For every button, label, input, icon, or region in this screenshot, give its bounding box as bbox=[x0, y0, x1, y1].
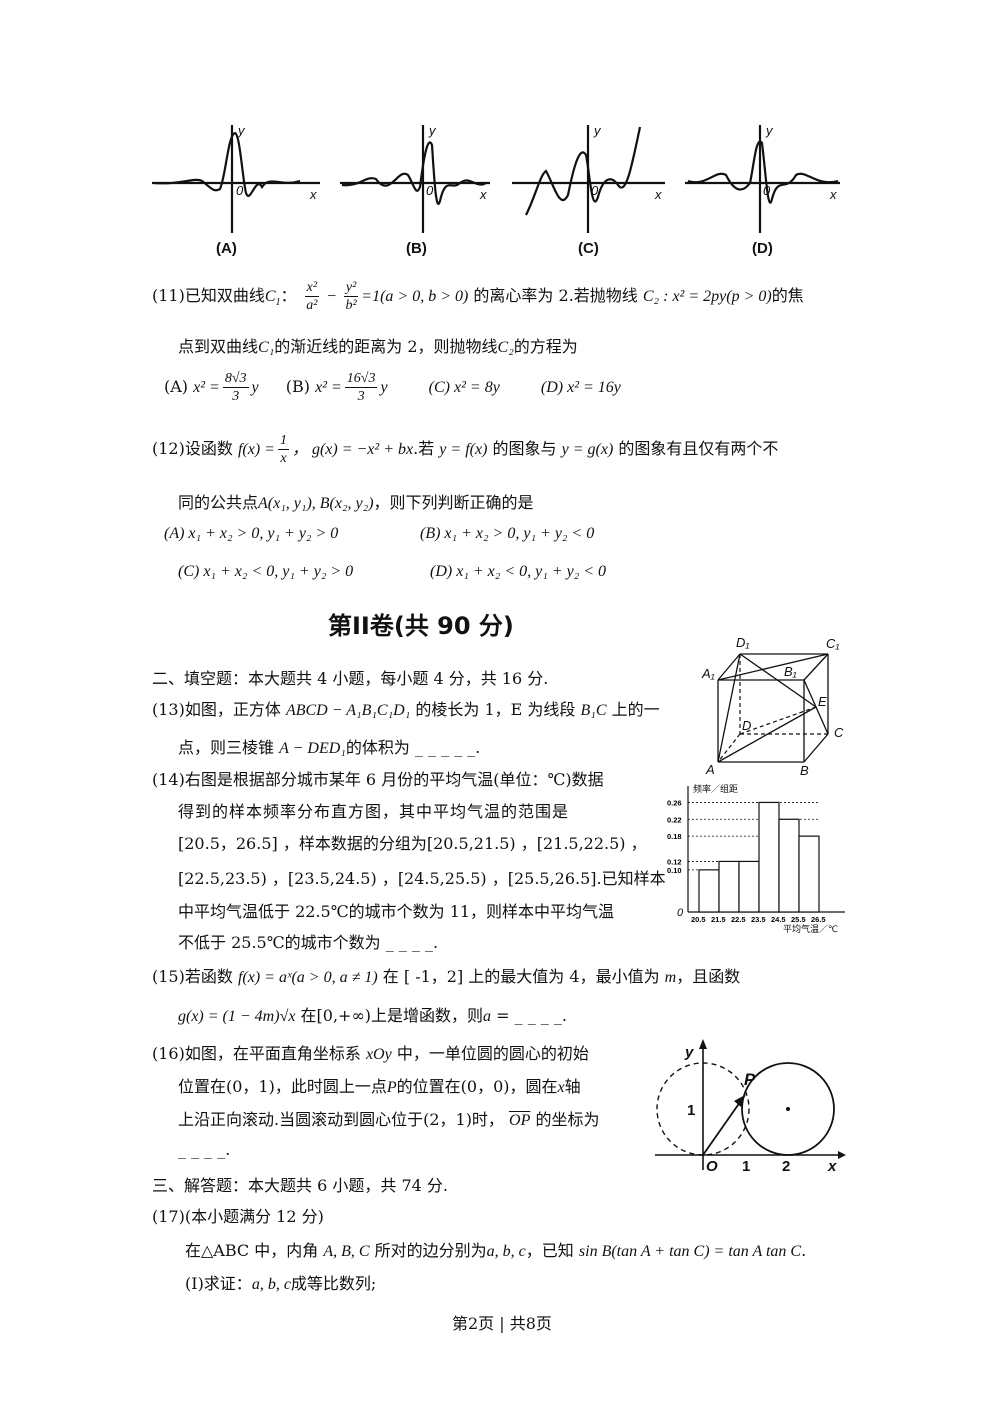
q12-option-a: (A) x₁ + x₂ > 0, y₁ + y₂ > 0 bbox=[164, 525, 339, 542]
graph-label-c: (C) bbox=[578, 240, 599, 257]
graph-a-origin-label: 0 bbox=[236, 183, 244, 198]
histogram-y-tick: 0.12 bbox=[667, 857, 682, 866]
question-13-line-1: (13)如图，正方体 ABCD − A₁B₁C₁D₁ 的棱长为 1，E 为线段 … bbox=[152, 700, 660, 719]
histogram-bar bbox=[758, 801, 780, 913]
question-17-line-2: (I)求证：a, b, c成等比数列; bbox=[185, 1274, 377, 1293]
q11-option-c: (C) x² = 8y bbox=[428, 379, 500, 396]
graph-a-x-label: x bbox=[309, 187, 317, 202]
question-14-line-5: 中平均气温低于 22.5℃的城市个数为 11，则样本中平均气温 bbox=[178, 902, 615, 921]
graph-a-y-label: y bbox=[237, 123, 246, 138]
graph-label-d: (D) bbox=[752, 240, 773, 257]
question-17-line-1: 在△ABC 中，内角 A, B, C 所对的边分别为a, b, c，已知 sin… bbox=[185, 1241, 807, 1260]
cube-label-e: E bbox=[818, 694, 827, 709]
histogram-bar bbox=[798, 835, 820, 913]
question-11-line-2: 点到双曲线C₁的渐近线的距离为 2，则抛物线C₂的方程为 bbox=[178, 337, 578, 356]
q12-option-b: (B) x₁ + x₂ > 0, y₁ + y₂ < 0 bbox=[420, 525, 595, 542]
cube-label-a: A bbox=[705, 762, 715, 777]
histogram-bar bbox=[778, 818, 800, 913]
circle-label-o: O bbox=[706, 1158, 718, 1175]
graph-label-a: (A) bbox=[216, 240, 237, 257]
histogram-y-tick: 0.18 bbox=[667, 832, 682, 841]
cube-figure: D₁ C₁ A₁ B₁ D E C A B bbox=[701, 635, 844, 777]
question-14-line-2: 得到的样本频率分布直方图，其中平均气温的范围是 bbox=[178, 802, 570, 821]
circle-label-x: x bbox=[827, 1158, 837, 1175]
cube-label-d1: D₁ bbox=[736, 635, 750, 650]
circle-label-p: P bbox=[744, 1070, 756, 1089]
histogram-x-tick: 24.5 bbox=[771, 915, 786, 924]
histogram-y-tick: 0.26 bbox=[667, 798, 682, 807]
graph-b-origin-label: 0 bbox=[426, 183, 434, 198]
q12-option-c: (C) x₁ + x₂ < 0, y₁ + y₂ > 0 bbox=[178, 563, 354, 580]
rolling-circle-figure: y P 1 O 1 2 x bbox=[655, 1039, 846, 1175]
graph-d-y-label: y bbox=[765, 123, 774, 138]
histogram-bar bbox=[698, 869, 720, 913]
cube-label-d: D bbox=[742, 718, 751, 733]
page-footer: 第2页 | 共8页 bbox=[452, 1314, 552, 1333]
question-12-line-2: 同的公共点A(x₁, y₁), B(x₂, y₂)，则下列判断正确的是 bbox=[178, 493, 534, 512]
frequency-histogram: 频率／组距 平均气温／℃ 0 0.26 0.22 0.18 0.120.10 20.5 2… bbox=[667, 783, 845, 934]
question-16-line-3: 上沿正向滚动.当圆滚动到圆心位于(2，1)时， OP 的坐标为 bbox=[178, 1110, 600, 1129]
question-14-line-6: 不低于 25.5℃的城市个数为 _ _ _ _. bbox=[178, 933, 439, 952]
histogram-origin: 0 bbox=[677, 907, 684, 919]
histogram-bar bbox=[718, 860, 740, 913]
graph-c-y-label: y bbox=[593, 123, 602, 138]
answer-header: 三、解答题：本大题共 6 小题，共 74 分. bbox=[152, 1176, 448, 1195]
circle-label-x1: 1 bbox=[742, 1158, 750, 1175]
cube-label-b: B bbox=[800, 763, 809, 777]
histogram-x-tick: 20.5 bbox=[691, 915, 706, 924]
histogram-y-label: 频率／组距 bbox=[693, 783, 738, 794]
histogram-y-tick: 0.10 bbox=[667, 866, 682, 875]
section-2-title: 第II卷(共 90 分) bbox=[328, 612, 514, 640]
cube-label-a1: A₁ bbox=[701, 666, 715, 681]
question-16-line-4: _ _ _ _. bbox=[178, 1140, 231, 1159]
graph-d-origin-label: 0 bbox=[763, 183, 771, 198]
cube-label-c1: C₁ bbox=[826, 636, 840, 651]
circle-label-one-y: 1 bbox=[687, 1102, 695, 1119]
question-16-line-2: 位置在(0，1)，此时圆上一点P的位置在(0，0)，圆在x轴 bbox=[178, 1077, 581, 1096]
histogram-x-tick: 26.5 bbox=[811, 915, 826, 924]
cube-label-b1: B₁ bbox=[784, 664, 797, 679]
graph-label-b: (B) bbox=[406, 240, 427, 257]
question-15-line-1: (15)若函数 f(x) = aˣ(a > 0, a ≠ 1) 在 [ -1，2… bbox=[152, 967, 741, 986]
q12-option-d: (D) x₁ + x₂ < 0, y₁ + y₂ < 0 bbox=[430, 563, 607, 580]
question-14-line-4: [22.5,23.5) ，[23.5,24.5) ，[24.5,25.5) ，[… bbox=[178, 869, 666, 888]
question-13-line-2: 点，则三棱锥 A − DED₁的体积为 _ _ _ _ _. bbox=[178, 738, 481, 757]
histogram-x-tick: 23.5 bbox=[751, 915, 766, 924]
histogram-x-tick: 22.5 bbox=[731, 915, 746, 924]
histogram-bar bbox=[738, 860, 760, 913]
histogram-x-tick: 21.5 bbox=[711, 915, 726, 924]
question-17-header: (17)(本小题满分 12 分) bbox=[152, 1207, 324, 1226]
graph-c-x-label: x bbox=[654, 187, 662, 202]
question-15-line-2: g(x) = (1 − 4m)√x 在[0,+∞)上是增函数，则a = _ _ … bbox=[178, 1006, 567, 1025]
function-graphs: y x 0 y x 0 y x 0 y x 0 (A) (B) (C) (D) bbox=[152, 123, 840, 257]
histogram-x-label: 平均气温／℃ bbox=[783, 923, 838, 934]
question-14-line-3: [20.5，26.5] ，样本数据的分组为[20.5,21.5) ，[21.5,… bbox=[178, 834, 647, 853]
histogram-y-tick: 0.22 bbox=[667, 815, 682, 824]
circle-label-y: y bbox=[684, 1044, 694, 1061]
graph-b-y-label: y bbox=[428, 123, 437, 138]
graph-b-x-label: x bbox=[479, 187, 487, 202]
circle-label-x2: 2 bbox=[782, 1158, 790, 1175]
question-16-line-1: (16)如图，在平面直角坐标系 xOy 中，一单位圆的圆心的初始 bbox=[152, 1044, 589, 1063]
question-14-line-1: (14)右图是根据部分城市某年 6 月份的平均气温(单位：℃)数据 bbox=[152, 770, 604, 789]
cube-label-c: C bbox=[834, 725, 844, 740]
histogram-x-tick: 25.5 bbox=[791, 915, 806, 924]
graph-d-x-label: x bbox=[829, 187, 837, 202]
fill-in-header: 二、填空题：本大题共 4 小题，每小题 4 分，共 16 分. bbox=[152, 669, 549, 688]
q11-option-d: (D) x² = 16y bbox=[540, 379, 621, 396]
graph-c-origin-label: 0 bbox=[591, 183, 599, 198]
